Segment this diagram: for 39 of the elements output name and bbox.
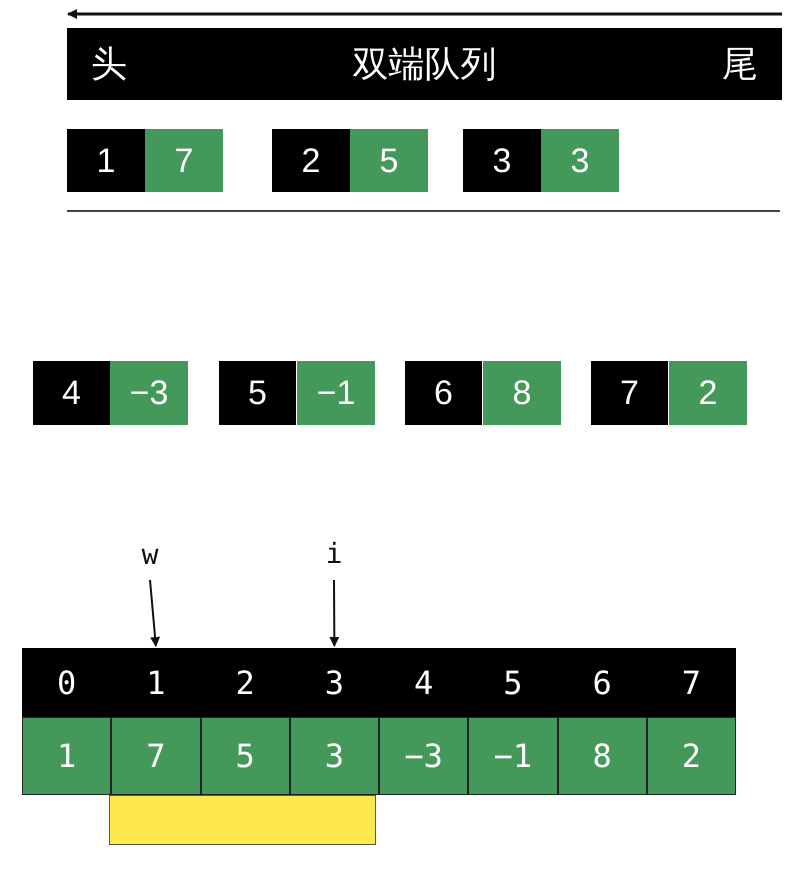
- arrow: [149, 580, 160, 647]
- number-cell: 1: [67, 129, 145, 192]
- number-cell: 5: [200, 717, 290, 795]
- number-cell: 5: [219, 361, 296, 425]
- number-cell: −3: [110, 361, 188, 425]
- number-cell: 2: [272, 129, 350, 192]
- bar-label: 双端队列: [352, 46, 496, 82]
- number-cell: 2: [200, 648, 290, 717]
- number-cell: 5: [350, 129, 428, 192]
- number-cell: 6: [558, 648, 647, 717]
- number-cell: 2: [646, 717, 736, 795]
- bar-label: 尾: [722, 46, 758, 82]
- number-cell: 2: [669, 361, 747, 425]
- number-cell: 7: [145, 129, 223, 192]
- number-cell: 3: [290, 648, 379, 717]
- number-cell: 6: [405, 361, 482, 425]
- deque-bar: [67, 28, 782, 100]
- highlight-bar: [109, 795, 376, 845]
- number-cell: 1: [22, 717, 112, 795]
- number-cell: 3: [290, 717, 379, 795]
- pointer-label: w: [134, 538, 166, 572]
- arrow: [329, 580, 340, 647]
- bar-label: 头: [91, 46, 127, 82]
- number-cell: −3: [379, 717, 468, 795]
- number-cell: 8: [483, 361, 561, 425]
- number-cell: 8: [558, 717, 647, 795]
- number-cell: 1: [111, 648, 200, 717]
- number-cell: 0: [22, 648, 112, 717]
- number-cell: 4: [379, 648, 468, 717]
- number-cell: −1: [468, 717, 558, 795]
- number-cell: 7: [111, 717, 200, 795]
- number-cell: 7: [646, 648, 736, 717]
- number-cell: 3: [541, 129, 619, 192]
- number-cell: 7: [591, 361, 668, 425]
- number-cell: 5: [468, 648, 558, 717]
- number-cell: 4: [33, 361, 110, 425]
- number-cell: −1: [297, 361, 375, 425]
- number-cell: 3: [463, 129, 541, 192]
- pointer-label: i: [318, 535, 350, 572]
